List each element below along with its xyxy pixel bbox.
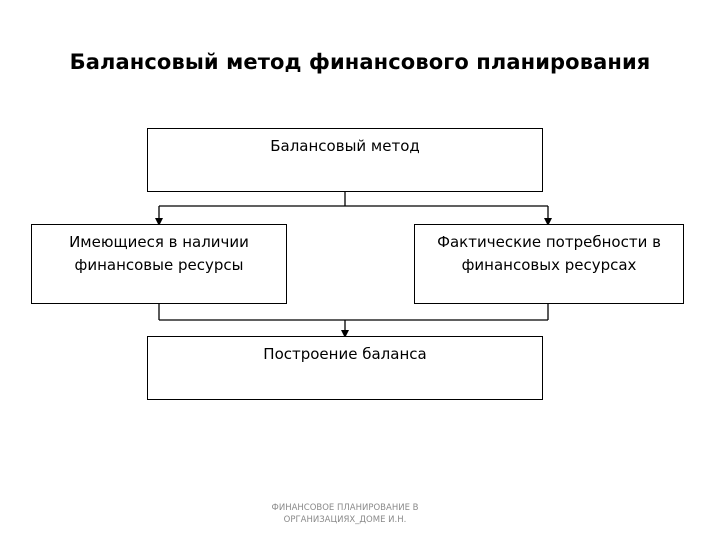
box-label-line: Построение баланса (263, 345, 427, 363)
page-title: Балансовый метод финансового планировани… (69, 50, 651, 74)
actual-needs-box: Фактические потребности в финансовых рес… (414, 224, 684, 304)
footer-line: ОРГАНИЗАЦИЯХ_ДОМЕ И.Н. (283, 515, 407, 525)
available-resources-box: Имеющиеся в наличии финансовые ресурсы (31, 224, 287, 304)
box-label-line: Имеющиеся в наличии (69, 233, 249, 251)
box-label-line: финансовых ресурсах (461, 256, 637, 274)
footer-caption: ФИНАНСОВОЕ ПЛАНИРОВАНИЕ В ОРГАНИЗАЦИЯХ_Д… (250, 502, 440, 526)
box-label-line: финансовые ресурсы (74, 256, 244, 274)
balance-method-box: Балансовый метод (147, 128, 543, 192)
balance-construction-box: Построение баланса (147, 336, 543, 400)
footer-line: ФИНАНСОВОЕ ПЛАНИРОВАНИЕ В (271, 503, 419, 513)
box-label-line: Фактические потребности в (437, 233, 661, 251)
box-label-line: Балансовый метод (270, 137, 420, 155)
